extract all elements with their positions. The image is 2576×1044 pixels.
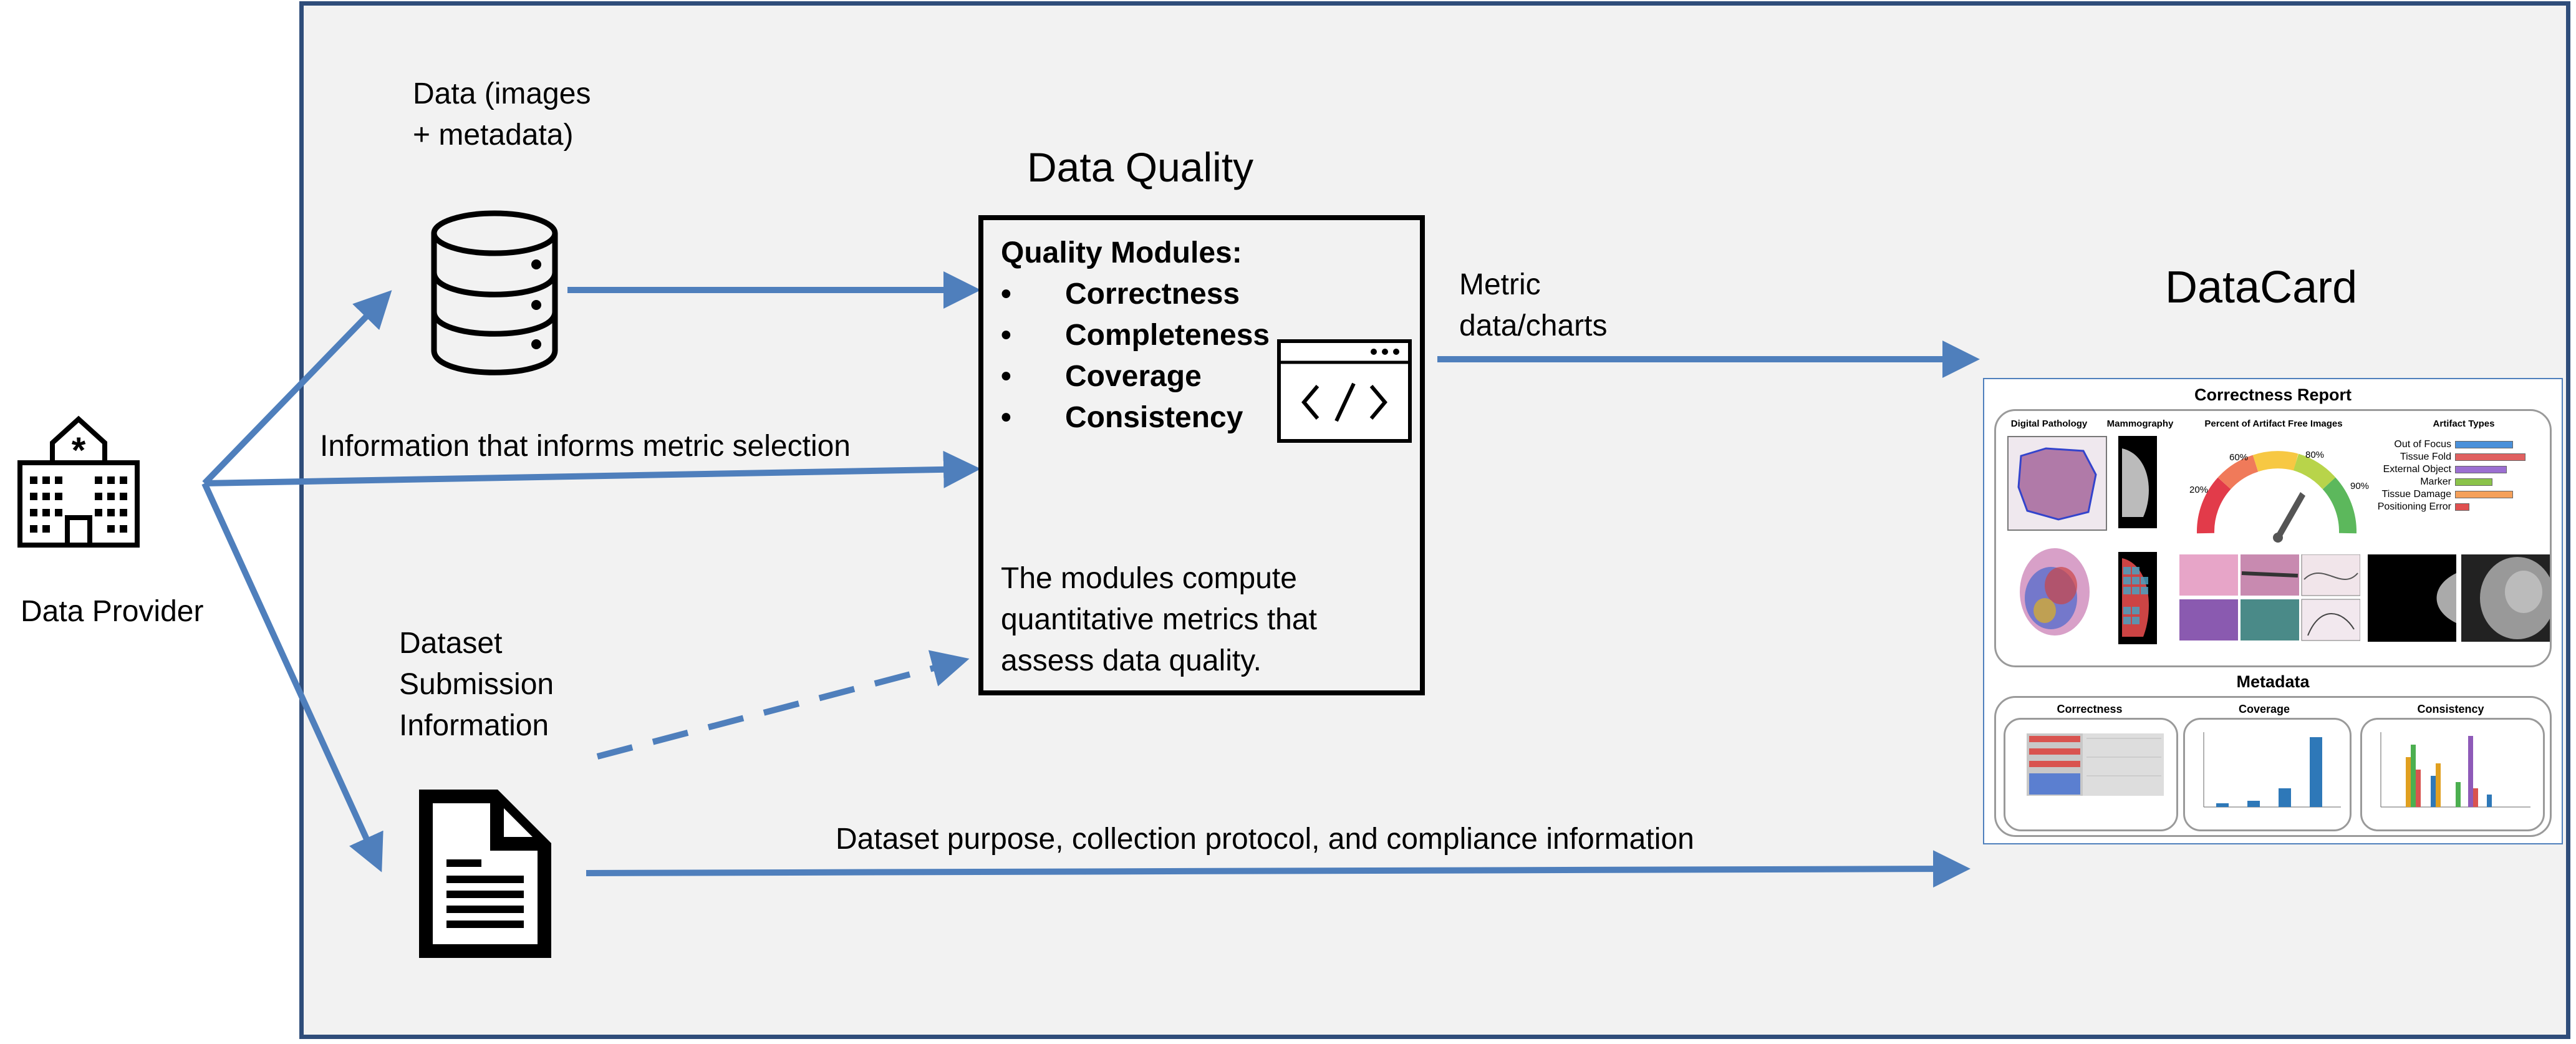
- metadata-consistency-chart: [2360, 718, 2545, 831]
- header-digital-pathology: Digital Pathology: [2010, 418, 2088, 429]
- header-artifact-free: Percent of Artifact Free Images: [2204, 418, 2343, 429]
- artifact-label-5: Positioning Error: [2377, 501, 2451, 512]
- module-item: • Completeness: [1001, 315, 1270, 356]
- mammography-artifact-image-2: [2461, 554, 2555, 642]
- arrow-document-to-datacard: [586, 850, 1971, 888]
- pathology-slide-image: [2007, 436, 2107, 531]
- module-item: • Correctness: [1001, 274, 1240, 315]
- code-window-icon: [1276, 339, 1412, 443]
- arrow-submission-to-data-quality: [596, 650, 970, 760]
- metadata-consistency-title: Consistency: [2417, 703, 2484, 715]
- artifact-bar: [2455, 453, 2525, 461]
- database-label: Data (images + metadata): [413, 77, 591, 152]
- arrow-provider-to-data-quality: [204, 450, 981, 488]
- correctness-report-title: Correctness Report: [2194, 385, 2352, 404]
- correctness-report-panel: Digital Pathology Mammography Percent of…: [1994, 409, 2555, 667]
- bullet: •: [1001, 278, 1011, 311]
- gauge-label-90: 90%: [2350, 481, 2370, 491]
- mammography-image: [2118, 436, 2157, 528]
- metadata-coverage-title: Coverage: [2238, 703, 2290, 715]
- arrow-provider-to-database: [202, 290, 392, 486]
- artifact-bar: [2455, 503, 2469, 511]
- artifact-bars: [2455, 438, 2549, 513]
- data-quality-description: The modules compute quantitative metrics…: [1001, 562, 1317, 677]
- artifact-bar: [2455, 466, 2507, 473]
- metric-selection-label: Information that informs metric selectio…: [320, 430, 851, 463]
- artifact-label-2: External Object: [2383, 464, 2451, 475]
- artifact-types-chart: Out of Focus Tissue Fold External Object…: [2370, 438, 2551, 538]
- pathology-heatmap-image: [2007, 542, 2105, 642]
- mammography-grid-image: [2118, 552, 2157, 644]
- artifact-label-0: Out of Focus: [2394, 439, 2451, 450]
- hospital-icon: *: [16, 412, 141, 549]
- bullet: •: [1001, 401, 1011, 434]
- module-completeness: Completeness: [1065, 319, 1270, 352]
- module-item: • Coverage: [1001, 356, 1202, 397]
- submission-label: Dataset Submission Information: [399, 627, 554, 742]
- data-quality-title: Data Quality: [1027, 144, 1254, 190]
- mammography-artifact-image-1: [2368, 554, 2456, 642]
- metadata-correctness-title: Correctness: [2057, 703, 2123, 715]
- document-icon: [417, 787, 554, 960]
- bullet: •: [1001, 360, 1011, 393]
- database-icon: [429, 208, 560, 377]
- artifact-bar: [2455, 491, 2513, 498]
- arrow-provider-to-document: [201, 481, 384, 872]
- header-mammography: Mammography: [2106, 418, 2174, 429]
- purpose-label: Dataset purpose, collection protocol, an…: [836, 823, 1694, 856]
- modules-heading: Quality Modules:: [1001, 236, 1242, 269]
- metadata-title: Metadata: [2236, 672, 2310, 691]
- metadata-coverage-chart: [2183, 718, 2352, 831]
- svg-text:*: *: [72, 430, 86, 471]
- module-correctness: Correctness: [1065, 278, 1240, 311]
- artifact-bar: [2455, 478, 2492, 486]
- data-provider-label: Data Provider: [21, 595, 204, 628]
- modules-list: • Correctness • Completeness • Coverage …: [1001, 274, 1270, 438]
- metadata-panel: Correctness Coverage Consistency: [1994, 696, 2552, 837]
- module-item: • Consistency: [1001, 397, 1243, 438]
- module-coverage: Coverage: [1065, 360, 1202, 393]
- artifact-label-4: Tissue Damage: [2381, 489, 2451, 500]
- artifact-label-3: Marker: [2420, 476, 2451, 487]
- datacard-panel: Correctness Report Digital Pathology Mam…: [1983, 378, 2563, 844]
- header-artifact-types: Artifact Types: [2433, 418, 2495, 429]
- artifact-example-images: [2179, 554, 2361, 642]
- gauge-label-20: 20%: [2189, 485, 2209, 495]
- artifact-bar: [2455, 441, 2513, 448]
- data-quality-box: Quality Modules: • Correctness • Complet…: [978, 215, 1425, 695]
- datacard-title: DataCard: [2165, 263, 2358, 312]
- gauge-label-60: 60%: [2229, 452, 2249, 463]
- module-consistency: Consistency: [1065, 401, 1243, 434]
- bullet: •: [1001, 319, 1011, 352]
- artifact-free-gauge: [2187, 433, 2368, 546]
- metric-output-label: Metric data/charts: [1459, 268, 1608, 342]
- metadata-correctness-chart: [2004, 718, 2178, 831]
- artifact-label-1: Tissue Fold: [2400, 452, 2451, 462]
- gauge-label-80: 80%: [2305, 450, 2325, 460]
